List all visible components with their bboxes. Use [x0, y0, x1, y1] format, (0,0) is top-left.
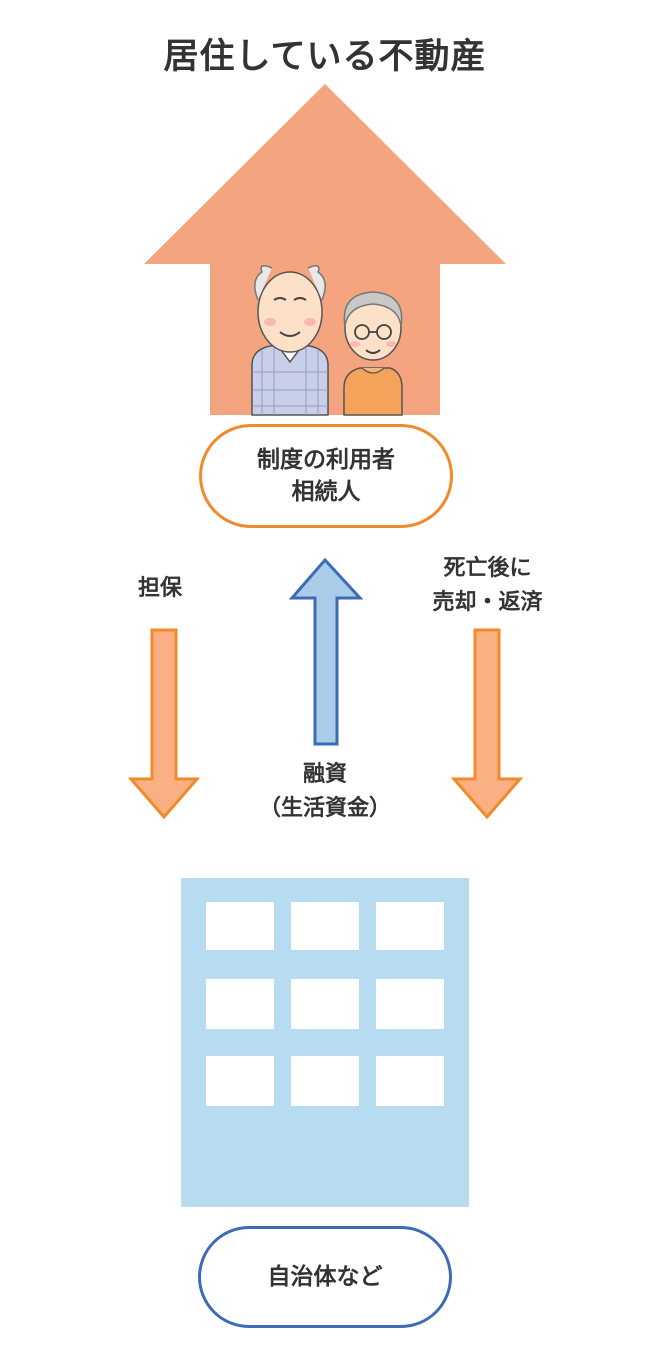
- repayment-line2: 売却・返済: [432, 590, 543, 615]
- house-icon: [144, 84, 506, 415]
- loan-line2: （生活資金）: [258, 796, 391, 821]
- collateral-text: 担保: [137, 576, 182, 601]
- page-title: 居住している不動産: [163, 37, 487, 77]
- collateral-label: 担保: [110, 572, 210, 606]
- collateral-arrow: [127, 628, 201, 820]
- repayment-line1: 死亡後に: [443, 556, 532, 581]
- repayment-label: 死亡後に 売却・返済: [400, 552, 575, 620]
- loan-arrow: [288, 557, 364, 746]
- loan-line1: 融資: [302, 762, 347, 787]
- elderly-woman-icon: [343, 291, 403, 416]
- user-box: 制度の利用者 相続人: [199, 424, 453, 528]
- elderly-man-icon: [251, 265, 329, 416]
- user-box-line2: 相続人: [291, 479, 361, 505]
- building-icon: [181, 878, 469, 1207]
- repayment-arrow: [450, 628, 524, 820]
- lender-box: 自治体など: [198, 1226, 452, 1328]
- user-box-line1: 制度の利用者: [257, 447, 395, 473]
- lender-box-label: 自治体など: [267, 1264, 383, 1290]
- loan-label: 融資 （生活資金）: [230, 758, 420, 826]
